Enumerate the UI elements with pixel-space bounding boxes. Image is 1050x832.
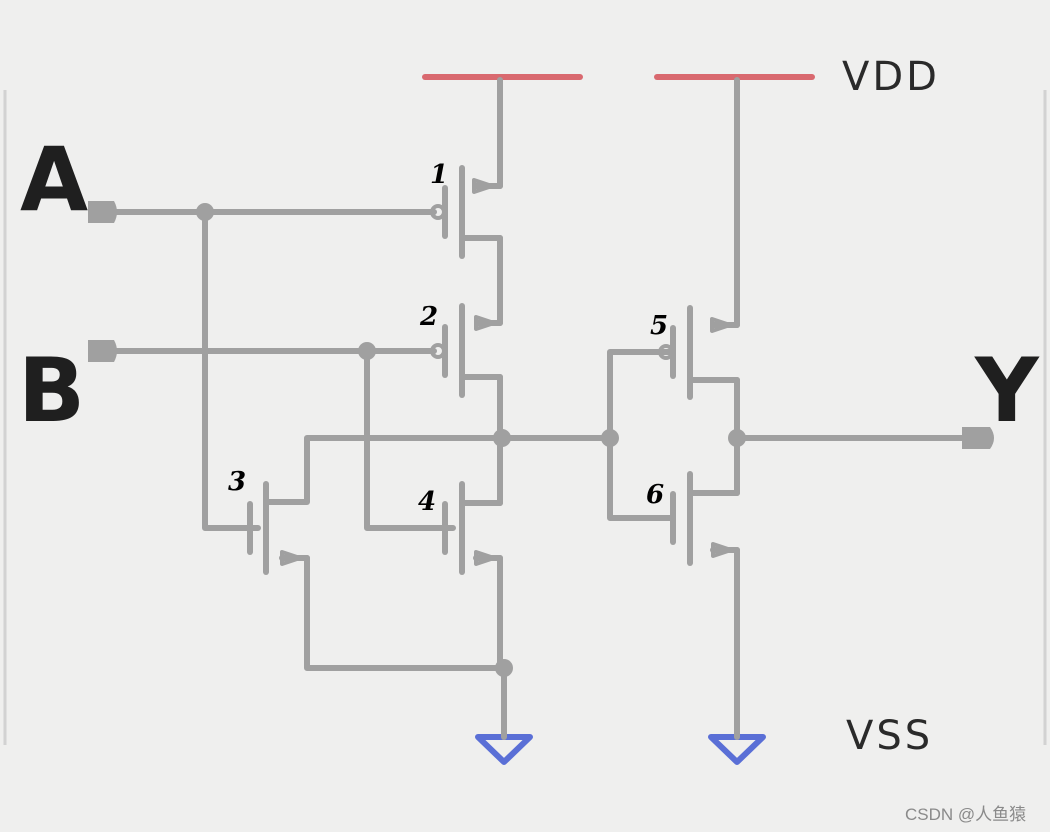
transistor-5-label: 5: [650, 311, 669, 341]
transistor-6-label: 6: [646, 480, 665, 510]
input-a-label: A: [20, 128, 89, 231]
pin-a: [88, 201, 117, 223]
vss-ground: [475, 734, 766, 765]
transistor-4-label: 4: [418, 487, 437, 517]
output-y-label: Y: [975, 339, 1039, 442]
junction-dots: [196, 203, 746, 677]
wires: [97, 77, 975, 740]
pin-b: [88, 340, 117, 362]
pin-y: [962, 427, 994, 449]
page-border: [3, 90, 1047, 745]
io-pins: [88, 201, 994, 449]
transistor-symbols: [247, 165, 733, 575]
input-b-label: B: [18, 339, 86, 442]
transistor-2-label: 2: [420, 302, 439, 332]
transistor-1-label: 1: [430, 160, 449, 190]
vdd-label: VDD: [842, 54, 940, 100]
vss-label: VSS: [846, 713, 934, 759]
watermark: CSDN @人鱼猿: [905, 805, 1027, 824]
transistor-3-label: 3: [228, 467, 247, 497]
